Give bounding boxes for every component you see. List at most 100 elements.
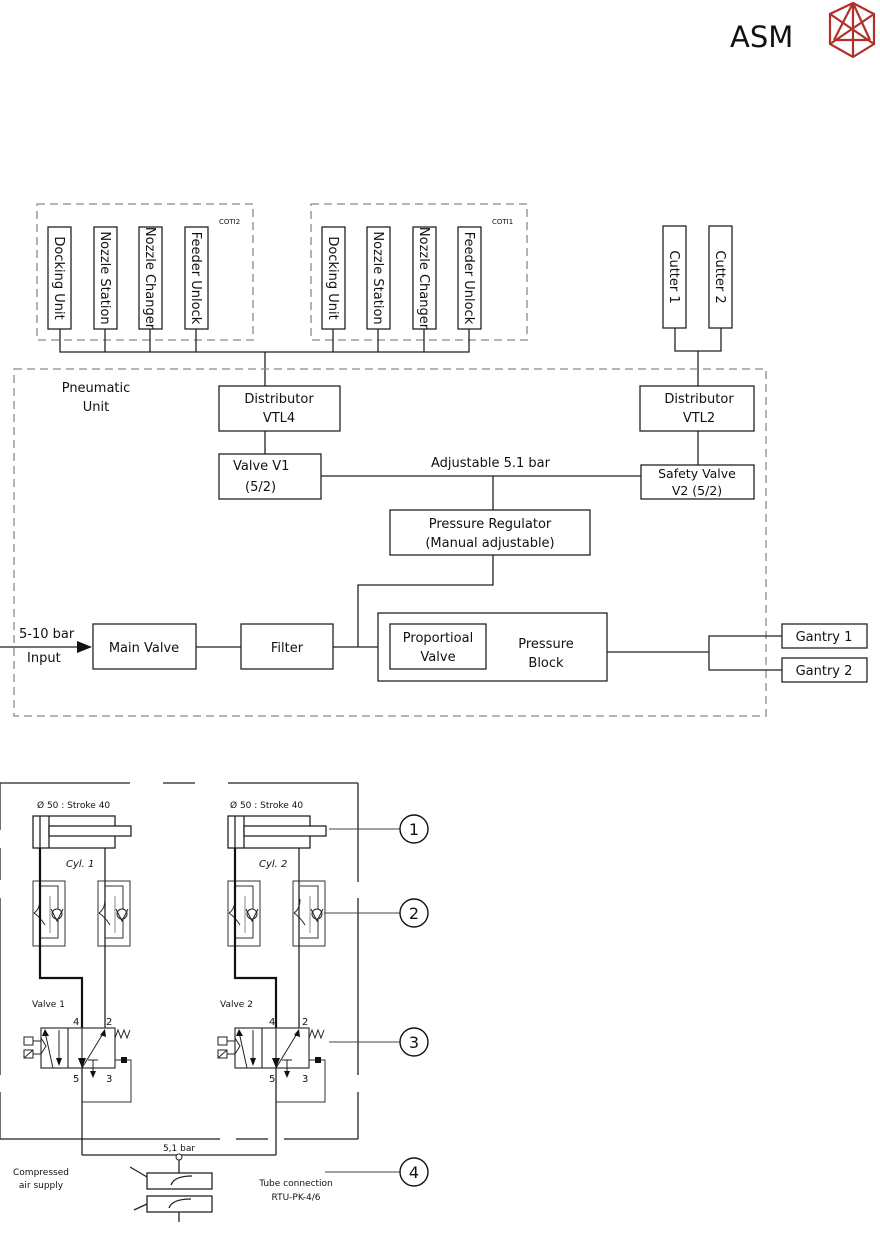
cutter-2-label: Cutter 2	[712, 250, 727, 303]
coti1-nozzle-changer-label: Nozzle Changer	[416, 227, 431, 330]
coti2-docking-unit-label: Docking Unit	[51, 236, 66, 319]
coti2-feeder-unlock-label: Feeder Unlock	[188, 232, 203, 325]
asm-logo-text: ASM	[730, 20, 793, 54]
distributor-vtl4	[218, 385, 341, 432]
valve-2-port-4: 4	[269, 1017, 275, 1028]
distributor-vtl2-line1: Distributor	[664, 392, 734, 407]
pressure-block-line2: Block	[528, 656, 564, 671]
cutters: Cutter 1 Cutter 2	[662, 225, 733, 386]
distributor-vtl2	[639, 385, 755, 432]
supply-manifold: 5,1 bar Compressed air supply Tube conne…	[13, 1068, 333, 1222]
pressure-block-line1: Pressure	[518, 637, 574, 652]
coti2-units: Docking Unit Nozzle Station Nozzle Chang…	[47, 226, 209, 330]
callout-3-label: 3	[409, 1033, 419, 1052]
valve-2: Valve 2 4 2 5 3	[220, 1000, 308, 1085]
input-arrow-icon	[77, 641, 92, 653]
distributor-vtl2-line2: VTL2	[683, 411, 715, 426]
flow-control-valve-icon	[227, 880, 261, 947]
adjustable-pressure-label: Adjustable 5.1 bar	[431, 456, 551, 471]
tube-label-line1: Tube connection	[258, 1179, 333, 1189]
cutter-1-label: Cutter 1	[666, 250, 681, 303]
valve-1: Valve 1 4 2 5 3	[32, 1000, 112, 1085]
callout-1-label: 1	[409, 820, 419, 839]
valve-2-port-3: 3	[302, 1074, 308, 1085]
pneumatic-unit-border	[13, 368, 767, 717]
supply-label-line2: air supply	[19, 1181, 64, 1191]
valve-1-port-4: 4	[73, 1017, 79, 1028]
cylinder-2-spec: Ø 50 : Stroke 40	[230, 800, 303, 811]
input-label: Input	[27, 651, 61, 666]
callout-2	[399, 898, 429, 928]
coti1-feeder-unlock-label: Feeder Unlock	[461, 232, 476, 325]
supply-junction-icon	[175, 1153, 183, 1161]
schematic-tubing	[38, 848, 300, 1028]
supply-label-line1: Compressed	[13, 1168, 69, 1178]
asm-logo: ASM	[730, 1, 876, 59]
valve-2-port-2: 2	[302, 1017, 308, 1028]
valve-1-port-2: 2	[106, 1017, 112, 1028]
valve-2-label: Valve 2	[220, 1000, 253, 1010]
valve-1-label: Valve 1	[32, 1000, 65, 1010]
callout-2-label: 2	[409, 904, 419, 923]
safety-valve-v2-line2: V2 (5/2)	[672, 483, 722, 498]
valve-2-port-5: 5	[269, 1074, 275, 1085]
coti1-label: COTI1	[492, 218, 513, 226]
valve-1-port-3: 3	[106, 1074, 112, 1085]
directional-valve-icon	[217, 1027, 326, 1103]
callout-4-label: 4	[409, 1163, 419, 1182]
coti-bus-lines	[59, 329, 470, 386]
coti1-group-border	[310, 203, 528, 341]
tube-connector-1	[146, 1172, 213, 1190]
gantry-2	[781, 657, 868, 683]
filter-label: Filter	[271, 641, 304, 656]
flow-control-valve-icon	[32, 880, 66, 947]
callout-4	[399, 1157, 429, 1187]
distributor-vtl4-line2: VTL4	[263, 411, 295, 426]
callout-1	[399, 814, 429, 844]
tube-connector-2	[146, 1195, 213, 1213]
valve-v1	[218, 453, 322, 500]
valve-v1-line1: Valve V1	[233, 459, 289, 474]
coti2-nozzle-station-label: Nozzle Station	[97, 231, 112, 324]
cylinder-1-spec: Ø 50 : Stroke 40	[37, 800, 110, 811]
cylinder-1-rod	[48, 825, 132, 837]
pressure-regulator	[389, 509, 591, 556]
pneumatic-unit-label-line2: Unit	[83, 400, 109, 415]
coti1-nozzle-station-label: Nozzle Station	[370, 231, 385, 324]
proportional-valve	[389, 623, 487, 670]
flow-control-valves	[32, 880, 326, 947]
coti2-nozzle-changer-label: Nozzle Changer	[142, 227, 157, 330]
cylinder-2: Ø 50 : Stroke 40 Cyl. 2	[227, 800, 327, 870]
flow-control-valve-icon	[292, 880, 326, 947]
safety-valve-v2-line1: Safety Valve	[658, 466, 736, 481]
supply-pressure-label: 5,1 bar	[163, 1144, 195, 1154]
asm-polyhedron-logo-icon	[828, 1, 876, 59]
main-valve	[92, 623, 197, 670]
flow-control-valve-icon	[97, 880, 131, 947]
pneumatic-unit-label-line1: Pneumatic	[62, 381, 131, 396]
distributor-vtl4-line1: Distributor	[244, 392, 314, 407]
input-pressure-label: 5-10 bar	[19, 627, 75, 642]
proportional-valve-line1: Proportioal	[403, 631, 473, 646]
schematic-frame	[0, 782, 359, 1140]
safety-valve-v2	[640, 464, 755, 500]
tube-label-line2: RTU-PK-4/6	[271, 1193, 320, 1203]
coti1-units: Docking Unit Nozzle Station Nozzle Chang…	[321, 226, 482, 330]
gantry-2-label: Gantry 2	[796, 664, 853, 679]
gantry-1-label: Gantry 1	[796, 630, 853, 645]
filter	[240, 623, 334, 670]
cylinder-2-label: Cyl. 2	[259, 859, 287, 870]
pressure-regulator-line2: (Manual adjustable)	[425, 536, 554, 551]
cylinder-1-label: Cyl. 1	[66, 859, 94, 870]
callout-3	[399, 1027, 429, 1057]
directional-valve-symbols	[23, 1027, 326, 1103]
cylinder-2-rod	[243, 825, 327, 837]
pressure-regulator-line1: Pressure Regulator	[429, 517, 552, 532]
coti2-label: COTI2	[219, 218, 240, 226]
coti1-docking-unit-label: Docking Unit	[325, 236, 340, 319]
cylinder-1: Ø 50 : Stroke 40 Cyl. 1	[32, 800, 132, 870]
proportional-valve-line2: Valve	[420, 650, 455, 665]
valve-v1-line2: (5/2)	[245, 480, 276, 495]
coti2-group-border	[36, 203, 254, 341]
